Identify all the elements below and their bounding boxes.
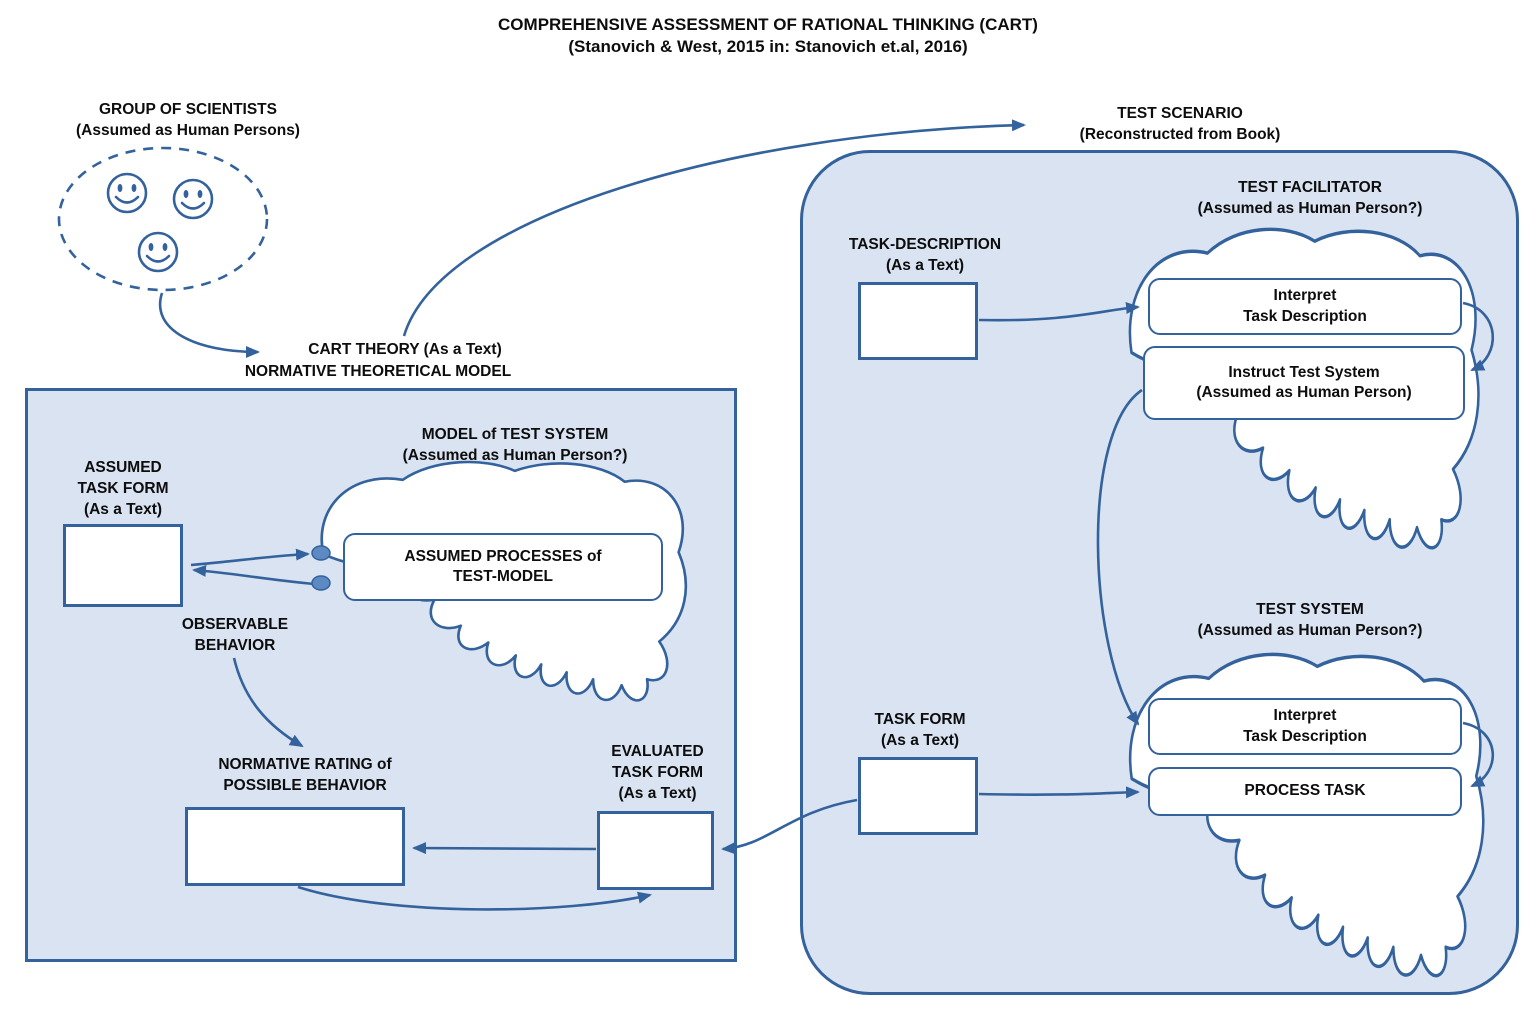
facilitator-instruct-test-system-box: Instruct Test System (Assumed as Human P… <box>1143 346 1465 420</box>
assumed-task-form-box <box>63 524 183 607</box>
facilitator-interpret-task-box: Interpret Task Description <box>1148 278 1462 335</box>
process-task-box: PROCESS TASK <box>1148 767 1462 816</box>
scientists-label: GROUP OF SCIENTISTS (Assumed as Human Pe… <box>76 101 300 139</box>
test-system-label: TEST SYSTEM (Assumed as Human Person?) <box>1197 601 1423 639</box>
test-system-blob <box>1128 652 1485 978</box>
assumed-processes-box: ASSUMED PROCESSES of TEST-MODEL <box>343 533 663 601</box>
scientists-ellipse <box>57 146 269 292</box>
evaluated-task-form-box <box>597 811 714 890</box>
smiley-face-icon <box>172 178 214 220</box>
smiley-face-icon <box>106 172 148 214</box>
test-scenario-label: TEST SCENARIO (Reconstructed from Book) <box>1079 105 1281 143</box>
smiley-face-icon <box>137 231 179 273</box>
evaluated-task-form-label: EVALUATED TASK FORM (As a Text) <box>611 743 704 802</box>
task-form-label: TASK FORM (As a Text) <box>874 711 966 749</box>
observable-behavior-label: OBSERVABLE BEHAVIOR <box>181 616 289 654</box>
diagram-title: COMPREHENSIVE ASSESSMENT OF RATIONAL THI… <box>498 15 1038 57</box>
task-form-box <box>858 757 978 835</box>
test-system-interpret-task-box: Interpret Task Description <box>1148 698 1462 755</box>
normative-rating-box <box>185 807 405 886</box>
model-test-system-label: MODEL of TEST SYSTEM (Assumed as Human P… <box>402 426 628 464</box>
cart-theory-label: CART THEORY (As a Text) <box>308 341 502 358</box>
scientists-group <box>57 146 269 292</box>
task-description-box <box>858 282 978 360</box>
normative-rating-label: NORMATIVE RATING of POSSIBLE BEHAVIOR <box>218 756 392 794</box>
normative-model-label: NORMATIVE THEORETICAL MODEL <box>244 363 512 380</box>
assumed-task-form-label: ASSUMED TASK FORM (As a Text) <box>77 459 169 518</box>
test-facilitator-label: TEST FACILITATOR (Assumed as Human Perso… <box>1197 179 1423 217</box>
arrow-scientists-to-cart-theory <box>158 292 260 358</box>
task-description-label: TASK-DESCRIPTION (As a Text) <box>848 236 1002 274</box>
